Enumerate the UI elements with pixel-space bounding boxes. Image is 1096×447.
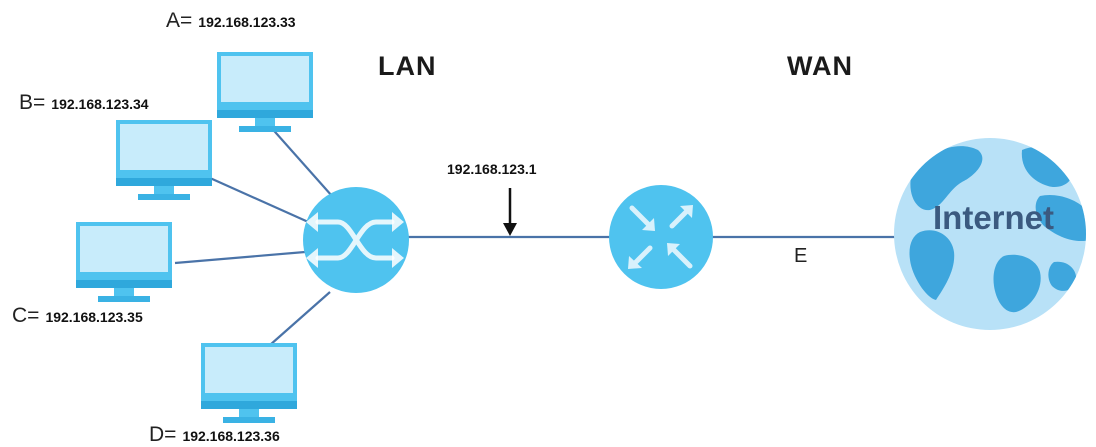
link-b: [209, 176, 316, 227]
computer-icon-c: [76, 222, 172, 302]
wan-heading: WAN: [787, 51, 853, 81]
computer-ip: 192.168.123.34: [51, 96, 149, 112]
computer-icon-d: [201, 343, 297, 423]
computer-label-c: C= 192.168.123.35: [12, 304, 143, 328]
computer-label-b: B= 192.168.123.34: [19, 91, 149, 115]
computer-letter: A=: [166, 9, 193, 32]
computer-ip: 192.168.123.36: [182, 428, 280, 444]
lan-heading: LAN: [378, 51, 437, 81]
computer-icon-a: [217, 52, 313, 132]
computer-label-a: A= 192.168.123.33: [166, 9, 296, 33]
computer-letter: C=: [12, 304, 40, 327]
computer-label-d: D= 192.168.123.36: [149, 423, 280, 447]
arrow-down-icon: [503, 188, 517, 236]
link-d: [269, 291, 331, 346]
computer-letter: D=: [149, 423, 177, 446]
switch-icon: [303, 187, 409, 293]
wan-link-label: E: [794, 245, 808, 267]
internet-label: Internet: [933, 199, 1055, 236]
links: [174, 114, 900, 346]
router-icon: [609, 185, 713, 289]
computer-letter: B=: [19, 91, 46, 114]
computer-ip: 192.168.123.33: [198, 14, 296, 30]
computer-ip: 192.168.123.35: [45, 309, 143, 325]
gateway-ip-label: 192.168.123.1: [447, 161, 537, 177]
link-c: [174, 250, 306, 265]
computer-icon-b: [116, 120, 212, 200]
